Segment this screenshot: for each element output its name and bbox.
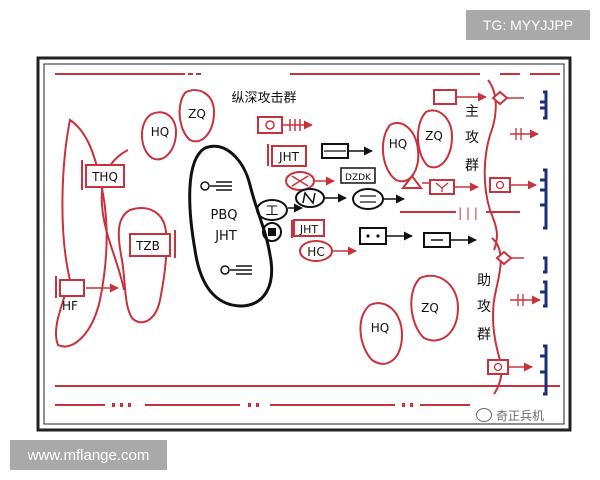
aux-group-arrow-right <box>510 294 541 306</box>
main-group-arrow-right <box>510 128 539 140</box>
website-watermark: www.mflange.com <box>10 440 167 470</box>
hq-aux-area <box>359 302 404 365</box>
zq-deep-area <box>178 89 216 143</box>
main-group-unit-box <box>489 177 537 193</box>
hq-main-label: HQ <box>389 137 407 151</box>
zq-main-area <box>416 109 454 169</box>
zq-main-label: ZQ <box>425 129 443 143</box>
zq-aux-area <box>410 274 460 342</box>
main-group-hq-box <box>433 89 487 105</box>
hq-deep-label: HQ <box>151 125 169 139</box>
enemy-defense-line <box>540 90 548 396</box>
hf-box <box>59 279 85 297</box>
trench-marks: | | | <box>458 206 478 220</box>
main-group-char-zhu: 主 <box>465 104 479 120</box>
telegram-watermark: TG: MYYJJPP <box>466 10 590 40</box>
hf-label: HF <box>62 299 78 313</box>
red-y-unit <box>429 179 479 195</box>
hq-aux-label: HQ <box>371 321 389 335</box>
thq-label: THQ <box>91 170 118 184</box>
red-triangle-unit <box>401 174 430 189</box>
pbq-area <box>188 144 274 308</box>
outer-frame <box>36 56 572 432</box>
inner-frame <box>43 63 565 425</box>
aux-group-char-qun: 群 <box>477 327 491 343</box>
engineer-symbol-1 <box>256 199 288 221</box>
jht-center-label: JHT <box>214 229 237 244</box>
wechat-account-name: 奇正兵机 <box>496 408 545 423</box>
thq-box <box>85 164 125 188</box>
aux-group-boundary <box>491 237 503 395</box>
deep-group-unit-symbol <box>257 116 313 134</box>
hq-deep-area <box>141 111 178 161</box>
tzb-box <box>129 233 171 257</box>
main-group-boundary <box>483 79 498 251</box>
jht-upper-box <box>271 145 307 167</box>
dzdk-label: DZDK <box>345 173 372 183</box>
gong-glyph: 工 <box>265 204 278 219</box>
main-group-char-gong: 攻 <box>465 130 479 146</box>
aux-group-char-zhu: 助 <box>477 273 491 289</box>
pbq-label: PBQ <box>211 208 238 223</box>
main-group-diamond-top <box>491 90 509 106</box>
bottom-dots <box>112 403 413 407</box>
tzb-label: TZB <box>135 239 160 253</box>
engineer-symbol-2 <box>262 222 282 242</box>
zq-deep-label: ZQ <box>188 107 206 121</box>
black-oval-unit <box>352 188 384 210</box>
aux-group-unit-box <box>487 359 533 375</box>
pbq-symbol-lower <box>220 265 252 275</box>
black-unit-dots <box>359 227 387 245</box>
rear-area-curve-thq <box>100 149 129 291</box>
dzdk-box <box>340 167 376 184</box>
jht-lower-label: JHT <box>299 223 319 236</box>
wechat-icon <box>476 408 492 422</box>
aux-group-char-gong: 攻 <box>477 299 491 315</box>
pbq-symbol-upper <box>200 181 232 191</box>
jht-lower-box <box>293 219 325 237</box>
hc-label: HC <box>307 245 324 259</box>
tzb-area <box>117 207 168 324</box>
signal-oval <box>295 188 325 208</box>
wechat-account-watermark: 奇正兵机 <box>476 405 544 425</box>
aux-group-diamond <box>495 250 513 266</box>
jht-upper-label: JHT <box>278 150 300 164</box>
main-group-char-qun: 群 <box>465 158 479 174</box>
zq-aux-label: ZQ <box>421 301 439 315</box>
hq-main-area <box>381 122 420 183</box>
deep-attack-group-label: 纵深攻击群 <box>231 91 296 106</box>
